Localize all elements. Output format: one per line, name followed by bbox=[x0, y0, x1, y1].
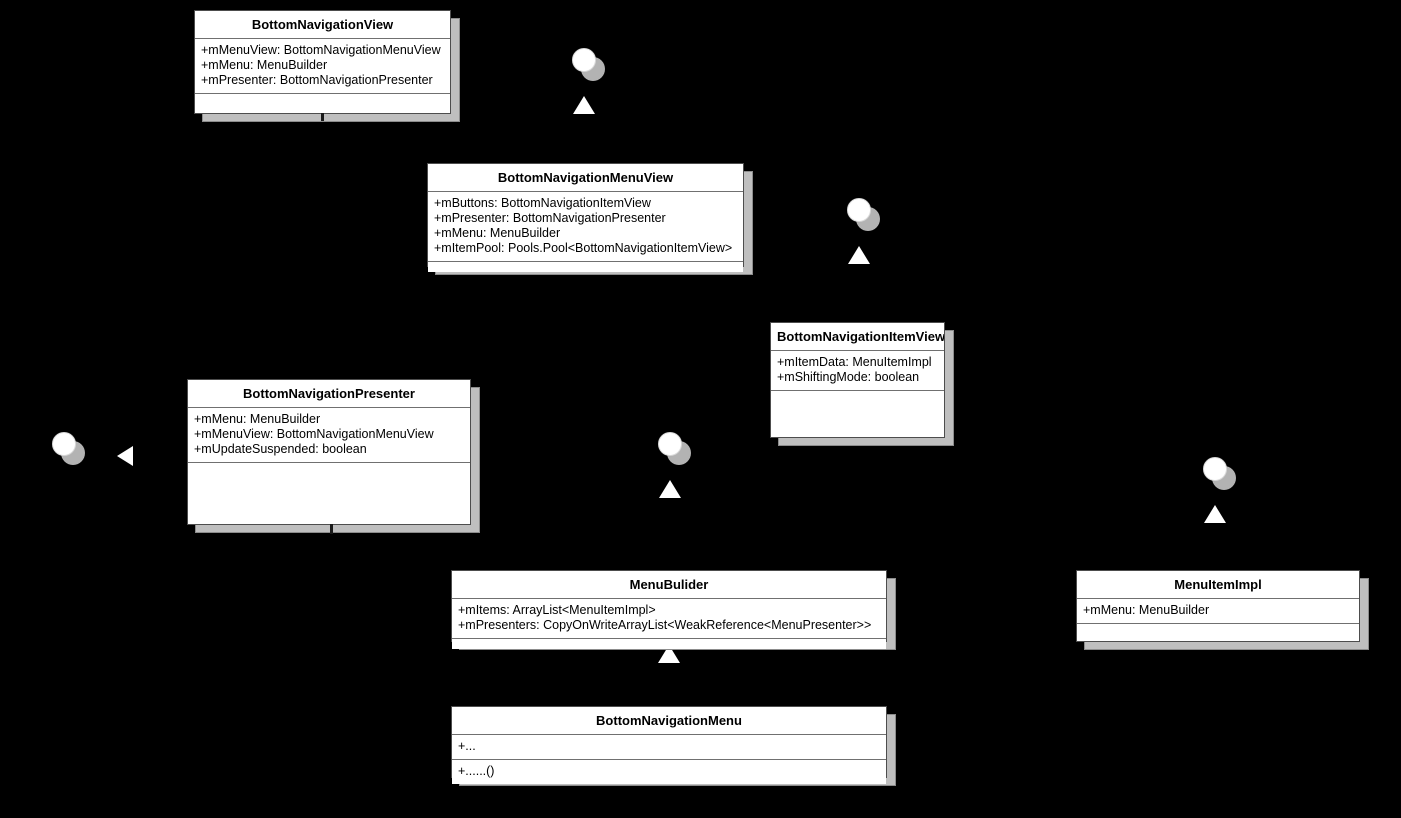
class-box-bottom-navigation-item-view[interactable]: BottomNavigationItemView +mItemData: Men… bbox=[770, 322, 945, 438]
attribute: +... bbox=[458, 739, 476, 753]
class-box-menu-item-impl[interactable]: MenuItemImpl +mMenu: MenuBuilder bbox=[1076, 570, 1360, 642]
attribute: +mPresenter: BottomNavigationPresenter bbox=[201, 73, 433, 87]
class-box-bottom-navigation-view[interactable]: BottomNavigationView +mMenuView: BottomN… bbox=[194, 10, 451, 114]
class-title: MenuBulider bbox=[452, 571, 886, 599]
class-box-bottom-navigation-presenter[interactable]: BottomNavigationPresenter +mMenu: MenuBu… bbox=[187, 379, 471, 525]
class-operations bbox=[195, 94, 450, 104]
generalization-arrowhead-icon bbox=[848, 246, 870, 264]
ball-icon bbox=[847, 198, 871, 222]
attribute: +mItems: ArrayList<MenuItemImpl> bbox=[458, 603, 656, 617]
ball-icon bbox=[572, 48, 596, 72]
marker-5[interactable] bbox=[52, 432, 142, 472]
marker-1[interactable] bbox=[572, 48, 612, 118]
generalization-arrowhead-icon bbox=[659, 480, 681, 498]
class-title: MenuItemImpl bbox=[1077, 571, 1359, 599]
class-box-menu-bulider[interactable]: MenuBulider +mItems: ArrayList<MenuItemI… bbox=[451, 570, 887, 649]
generalization-arrowhead-icon bbox=[1204, 505, 1226, 523]
ball-icon bbox=[1203, 457, 1227, 481]
class-operations bbox=[188, 463, 470, 473]
class-title: BottomNavigationMenuView bbox=[428, 164, 743, 192]
attribute: +mUpdateSuspended: boolean bbox=[194, 442, 367, 456]
attribute: +mMenu: MenuBuilder bbox=[434, 226, 561, 240]
class-operations bbox=[428, 262, 743, 272]
class-title: BottomNavigationPresenter bbox=[188, 380, 470, 408]
attribute: +mPresenter: BottomNavigationPresenter bbox=[434, 211, 666, 225]
generalization-arrowhead-icon bbox=[573, 96, 595, 114]
attribute: +mItemData: MenuItemImpl bbox=[777, 355, 932, 369]
class-attributes: +mMenu: MenuBuilder +mMenuView: BottomNa… bbox=[188, 408, 470, 463]
class-operations bbox=[452, 639, 886, 649]
class-operations bbox=[771, 391, 944, 401]
marker-2[interactable] bbox=[847, 198, 887, 268]
ball-icon bbox=[52, 432, 76, 456]
class-attributes: +mItems: ArrayList<MenuItemImpl> +mPrese… bbox=[452, 599, 886, 639]
ball-icon bbox=[658, 432, 682, 456]
class-attributes: +... bbox=[452, 735, 886, 760]
attribute: +mPresenters: CopyOnWriteArrayList<WeakR… bbox=[458, 618, 872, 632]
connector-stub-tick bbox=[321, 113, 324, 121]
class-box-bottom-navigation-menu[interactable]: BottomNavigationMenu +... +......() bbox=[451, 706, 887, 784]
operation: +......() bbox=[458, 764, 495, 778]
attribute: +mButtons: BottomNavigationItemView bbox=[434, 196, 651, 210]
class-title: BottomNavigationMenu bbox=[452, 707, 886, 735]
marker-3[interactable] bbox=[658, 432, 698, 502]
attribute: +mItemPool: Pools.Pool<BottomNavigationI… bbox=[434, 241, 733, 255]
attribute: +mMenuView: BottomNavigationMenuView bbox=[194, 427, 434, 441]
class-operations: +......() bbox=[452, 760, 886, 784]
class-title: BottomNavigationItemView bbox=[771, 323, 944, 351]
navigation-arrowhead-icon bbox=[117, 446, 133, 466]
attribute: +mMenuView: BottomNavigationMenuView bbox=[201, 43, 441, 57]
class-attributes: +mMenu: MenuBuilder bbox=[1077, 599, 1359, 624]
attribute: +mShiftingMode: boolean bbox=[777, 370, 920, 384]
class-box-bottom-navigation-menu-view[interactable]: BottomNavigationMenuView +mButtons: Bott… bbox=[427, 163, 744, 272]
attribute: +mMenu: MenuBuilder bbox=[201, 58, 328, 72]
attribute: +mMenu: MenuBuilder bbox=[194, 412, 321, 426]
class-attributes: +mItemData: MenuItemImpl +mShiftingMode:… bbox=[771, 351, 944, 391]
class-title: BottomNavigationView bbox=[195, 11, 450, 39]
connector-stub-tick bbox=[330, 524, 333, 534]
attribute: +mMenu: MenuBuilder bbox=[1083, 603, 1210, 617]
class-operations bbox=[1077, 624, 1359, 634]
class-attributes: +mMenuView: BottomNavigationMenuView +mM… bbox=[195, 39, 450, 94]
marker-4[interactable] bbox=[1203, 457, 1243, 527]
class-attributes: +mButtons: BottomNavigationItemView +mPr… bbox=[428, 192, 743, 262]
